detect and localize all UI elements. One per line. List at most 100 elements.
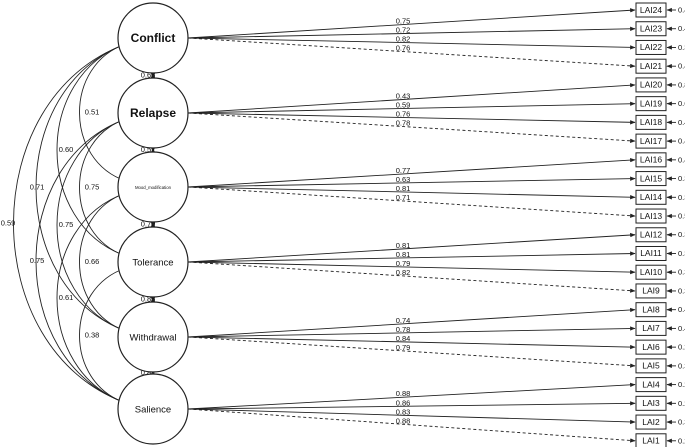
indicator-box — [635, 414, 667, 430]
covariance-value: 0.71 — [30, 182, 45, 191]
loading-value: 0.72 — [396, 26, 411, 35]
loading-value: 0.78 — [396, 119, 411, 128]
loading-path — [187, 408, 636, 443]
indicator-box — [635, 264, 667, 280]
loading-value: 0.74 — [396, 316, 411, 325]
indicator-label: LAI23 — [640, 23, 662, 33]
latent-factor-withdrawal — [117, 301, 189, 373]
indicator-box — [635, 208, 667, 224]
latent-factor-mood — [117, 151, 189, 223]
indicator-box — [635, 189, 667, 205]
error-variance: 0.33 — [678, 286, 685, 295]
indicator-label: LAI10 — [640, 267, 662, 277]
loading-path — [187, 401, 636, 410]
covariance-arc — [79, 118, 127, 257]
indicator-label: LAI12 — [640, 230, 662, 240]
loading-path — [187, 176, 636, 188]
loading-value: 0.76 — [396, 44, 411, 53]
error-variance: 0.34 — [678, 249, 685, 258]
error-variance: 0.34 — [678, 230, 685, 239]
loading-value: 0.79 — [396, 343, 411, 352]
indicator-box — [635, 377, 667, 393]
loading-path — [187, 336, 636, 368]
covariance-value: 0.59 — [1, 218, 16, 227]
loading-path — [187, 251, 636, 263]
covariance-value: 0.60 — [59, 145, 74, 154]
indicator-label: LAI14 — [640, 192, 662, 202]
loading-value: 0.78 — [396, 325, 411, 334]
error-variance: 0.23 — [678, 380, 685, 389]
indicator-box — [635, 96, 667, 112]
covariance-value: 0.70 — [141, 219, 156, 228]
loading-path — [187, 157, 636, 188]
error-variance: 0.44 — [678, 5, 685, 14]
error-variance: 0.40 — [678, 155, 685, 164]
latent-factor-relapse — [117, 77, 189, 149]
indicator-label: LAI9 — [642, 286, 660, 296]
latent-label-withdrawal: Withdrawal — [130, 333, 177, 344]
indicator-box — [635, 171, 667, 187]
loading-value: 0.82 — [396, 268, 411, 277]
covariance-value: 0.61 — [59, 293, 74, 302]
indicator-label: LAI20 — [640, 80, 662, 90]
indicator-box — [635, 152, 667, 168]
loading-value: 0.81 — [396, 241, 411, 250]
covariance-arc — [56, 192, 127, 404]
error-variance: 0.81 — [678, 80, 685, 89]
covariance-value: 0.85 — [141, 294, 156, 303]
latent-factor-tolerance — [117, 226, 189, 298]
indicator-box — [635, 302, 667, 318]
loading-path — [187, 261, 636, 275]
loading-value: 0.81 — [396, 184, 411, 193]
error-variance: 0.38 — [678, 268, 685, 277]
indicator-label: LAI24 — [640, 5, 662, 15]
indicator-label: LAI4 — [642, 379, 660, 389]
indicator-label: LAI6 — [642, 342, 660, 352]
covariance-arc — [35, 43, 127, 332]
loading-value: 0.88 — [396, 389, 411, 398]
loading-value: 0.79 — [396, 259, 411, 268]
indicator-box — [635, 320, 667, 336]
covariance-value: 0.75 — [30, 256, 45, 265]
latent-label-mood: Mood_modification — [135, 185, 172, 190]
latent-factor-layer: ConflictRelapseMood_modificationToleranc… — [117, 2, 189, 445]
indicator-label: LAI18 — [640, 117, 662, 127]
indicator-label: LAI21 — [640, 61, 662, 71]
covariance-value: 0.38 — [85, 330, 100, 339]
latent-label-conflict: Conflict — [131, 31, 176, 45]
loading-path — [187, 186, 636, 200]
covariance-arc — [79, 267, 127, 404]
loading-value: 0.81 — [396, 250, 411, 259]
loading-value: 0.59 — [396, 100, 411, 109]
loading-value: 0.77 — [396, 166, 411, 175]
indicator-label: LAI19 — [640, 98, 662, 108]
loading-path — [187, 101, 636, 114]
indicator-label: LAI2 — [642, 417, 660, 427]
loading-path — [187, 112, 636, 125]
covariance-arc — [79, 192, 127, 332]
loading-value: 0.84 — [396, 334, 411, 343]
indicator-box — [635, 77, 667, 93]
covariance-value: 0.84 — [141, 368, 156, 377]
latent-label-relapse: Relapse — [130, 106, 176, 120]
error-variance: 0.23 — [678, 436, 685, 445]
loading-value: 0.43 — [396, 91, 411, 100]
loading-path — [187, 307, 636, 338]
loading-value: 0.86 — [396, 398, 411, 407]
indicator-label: LAI11 — [640, 248, 662, 258]
error-variance: 0.42 — [678, 62, 685, 71]
loading-value: 0.76 — [396, 109, 411, 118]
error-variance: 0.48 — [678, 24, 685, 33]
covariance-arc — [79, 43, 127, 182]
latent-factor-conflict — [117, 2, 189, 74]
covariance-value: 0.66 — [141, 70, 156, 79]
indicator-label: LAI22 — [640, 42, 662, 52]
indicator-box — [635, 21, 667, 37]
indicator-box — [635, 2, 667, 18]
error-variance: 0.42 — [678, 118, 685, 127]
indicator-box — [635, 133, 667, 149]
error-variance: 0.40 — [678, 137, 685, 146]
indicator-box — [635, 114, 667, 130]
error-variance: 0.29 — [678, 343, 685, 352]
